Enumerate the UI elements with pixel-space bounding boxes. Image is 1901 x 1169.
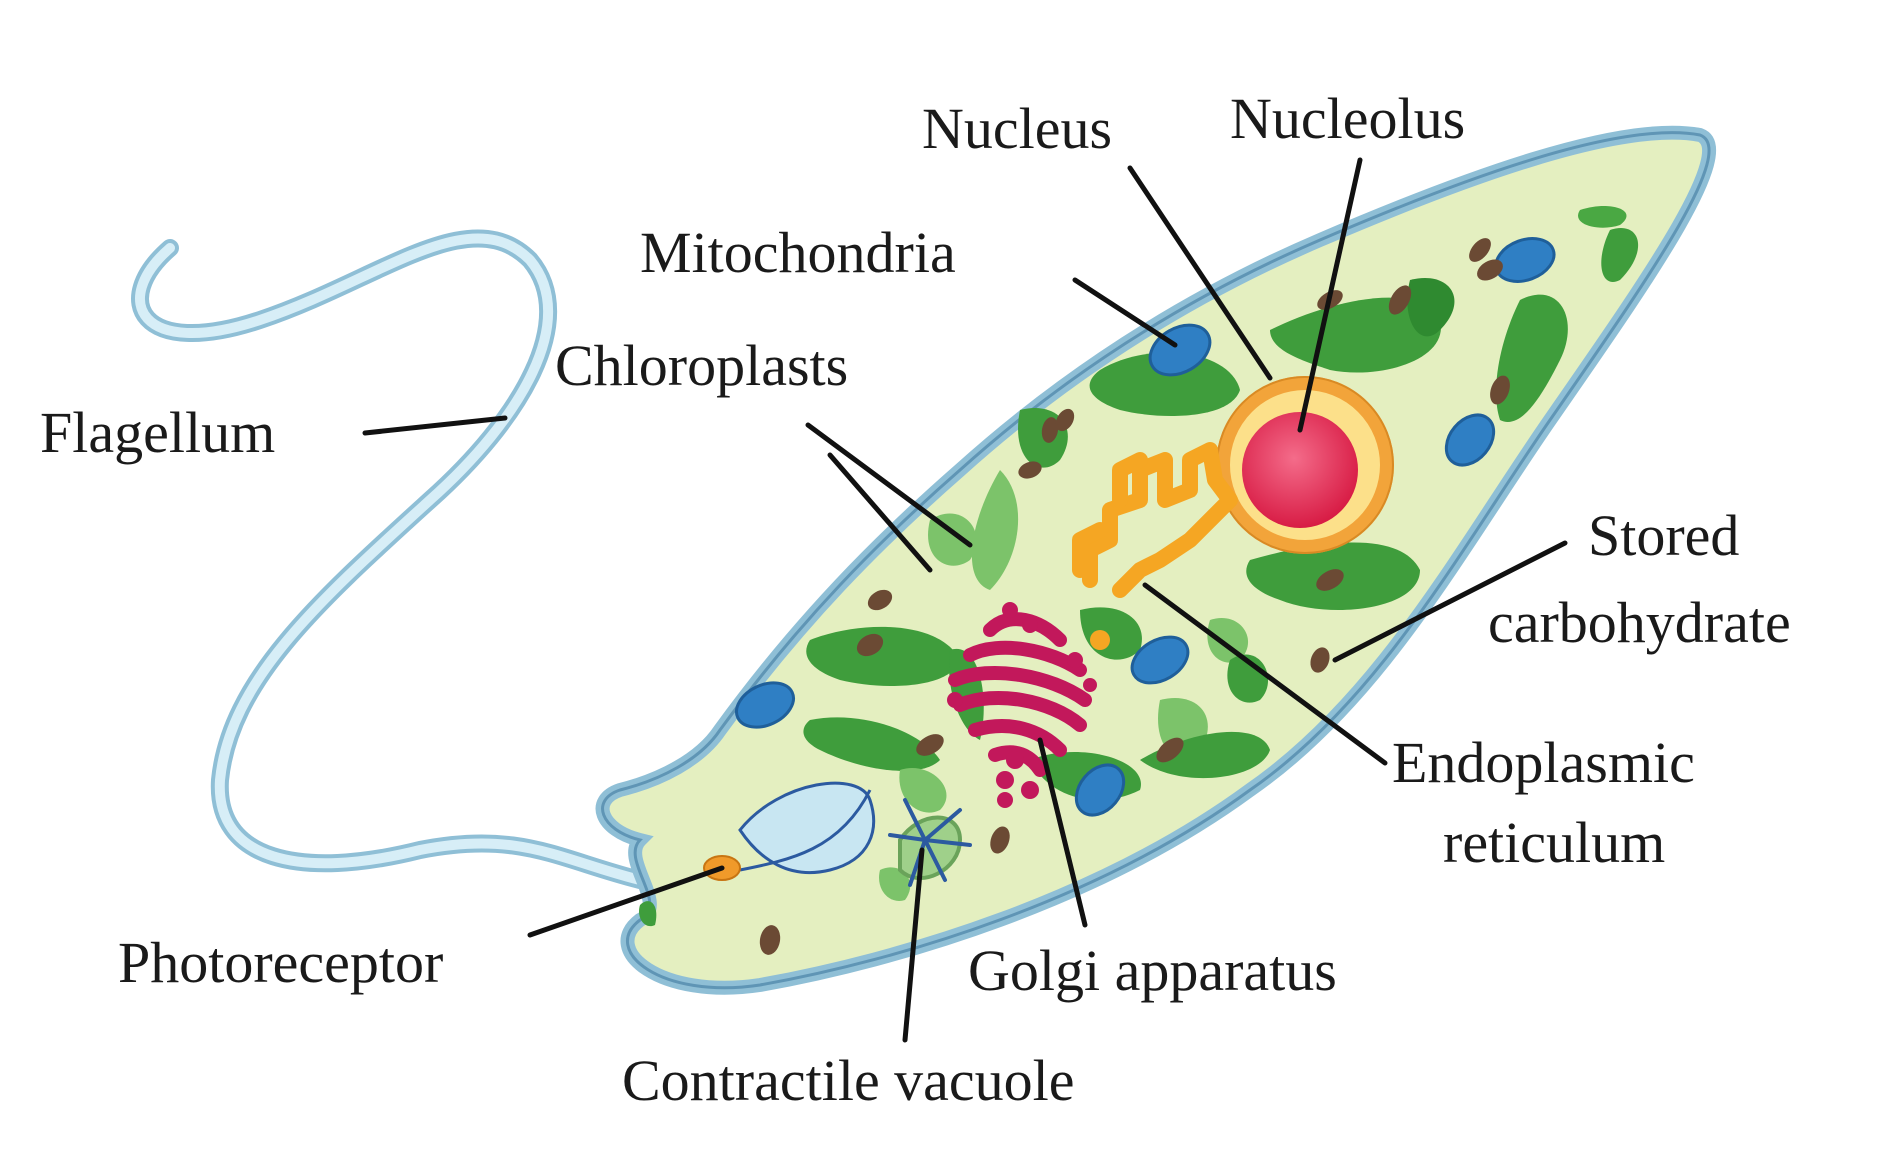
photoreceptor-region [703, 781, 876, 881]
endoplasmic-reticulum [1072, 442, 1238, 650]
chloroplasts-leader-a [805, 422, 973, 548]
flagellum-leader [362, 415, 508, 436]
golgi-label: Golgi apparatus [968, 938, 1337, 1003]
er-label-line1: Endoplasmic [1392, 730, 1695, 795]
photoreceptor-leader [527, 865, 725, 938]
nucleolus [1242, 412, 1358, 528]
mitochondria-label: Mitochondria [640, 220, 956, 285]
stored-carbohydrate-label-line1: Stored [1588, 503, 1739, 568]
contractile-vacuole-leader [902, 847, 925, 1043]
golgi-leader [1037, 737, 1088, 928]
stored-carbohydrate-label-line2: carbohydrate [1488, 590, 1791, 655]
nucleus-leader [1127, 165, 1273, 381]
er-leader [1142, 582, 1388, 766]
labels: Flagellum Nucleus Nucleolus Mitochondria… [40, 86, 1791, 1113]
chloroplasts [639, 205, 1639, 927]
photoreceptor-label: Photoreceptor [118, 930, 443, 995]
chloroplasts-leader-b [827, 452, 933, 573]
mitochondria-leader [1072, 277, 1178, 348]
nucleus-label: Nucleus [922, 96, 1112, 161]
stored-carbohydrate-leader [1332, 540, 1568, 663]
flagellum [131, 229, 749, 894]
contractile-vacuole [888, 798, 972, 887]
golgi-apparatus [947, 602, 1097, 808]
nucleus [1216, 376, 1394, 554]
contractile-vacuole-label: Contractile vacuole [622, 1048, 1075, 1113]
chloroplasts-label: Chloroplasts [555, 333, 848, 398]
er-label-line2: reticulum [1443, 810, 1665, 875]
nucleolus-label: Nucleolus [1230, 86, 1465, 151]
leader-lines [362, 157, 1568, 1043]
flagellum-label: Flagellum [40, 400, 275, 465]
nucleolus-leader [1297, 157, 1363, 433]
